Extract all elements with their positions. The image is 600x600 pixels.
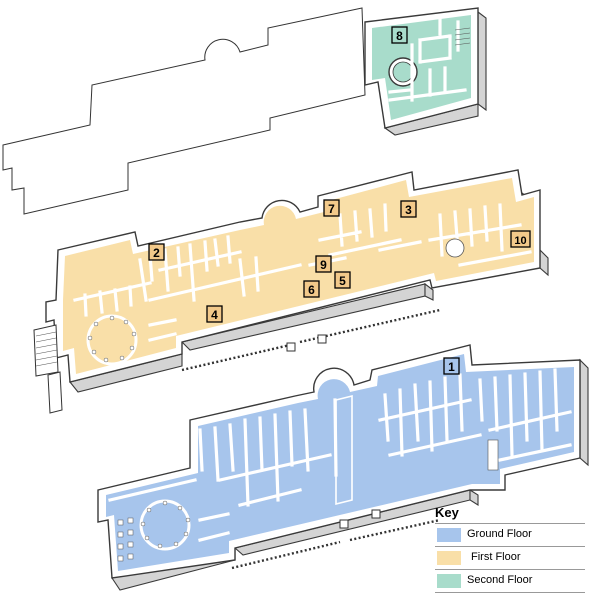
ground-floor — [97, 344, 589, 591]
marker-2[interactable]: 2 — [148, 243, 165, 261]
key-item-ground-floor: Ground Floor — [435, 524, 585, 547]
second-floor — [364, 7, 487, 136]
marker-8[interactable]: 8 — [391, 26, 408, 44]
roof-outline — [2, 7, 366, 215]
svg-text:6: 6 — [308, 283, 315, 297]
svg-text:1: 1 — [448, 360, 455, 374]
marker-10[interactable]: 10 — [510, 230, 531, 248]
key-item-second-floor: Second Floor — [435, 570, 585, 593]
svg-text:10: 10 — [514, 235, 526, 247]
svg-text:2: 2 — [153, 246, 160, 260]
key-label-second-floor: Second Floor — [467, 574, 533, 586]
svg-text:4: 4 — [211, 308, 218, 322]
first-floor — [33, 169, 549, 414]
key-label-first-floor: First Floor — [471, 551, 521, 563]
key-label-ground-floor: Ground Floor — [467, 528, 532, 540]
ground-floor-swatch — [437, 528, 461, 542]
ground-floor-area — [106, 354, 574, 571]
svg-text:7: 7 — [328, 202, 335, 216]
marker-9[interactable]: 9 — [315, 255, 332, 273]
key-item-first-floor: First Floor — [435, 547, 585, 570]
first-floor-area — [63, 178, 534, 374]
svg-text:9: 9 — [320, 258, 327, 272]
marker-3[interactable]: 3 — [400, 200, 417, 218]
marker-5[interactable]: 5 — [334, 271, 351, 289]
marker-1[interactable]: 1 — [443, 357, 460, 375]
colonnade-ground — [231, 518, 441, 570]
marker-7[interactable]: 7 — [323, 199, 340, 217]
svg-text:3: 3 — [405, 203, 412, 217]
marker-4[interactable]: 4 — [206, 305, 223, 323]
first-floor-swatch — [437, 551, 461, 565]
svg-text:8: 8 — [396, 29, 403, 43]
svg-text:5: 5 — [339, 274, 346, 288]
second-floor-swatch — [437, 574, 461, 588]
map-key: Key Ground Floor First Floor Second Floo… — [435, 505, 585, 593]
key-title: Key — [435, 505, 585, 524]
marker-6[interactable]: 6 — [303, 280, 320, 298]
